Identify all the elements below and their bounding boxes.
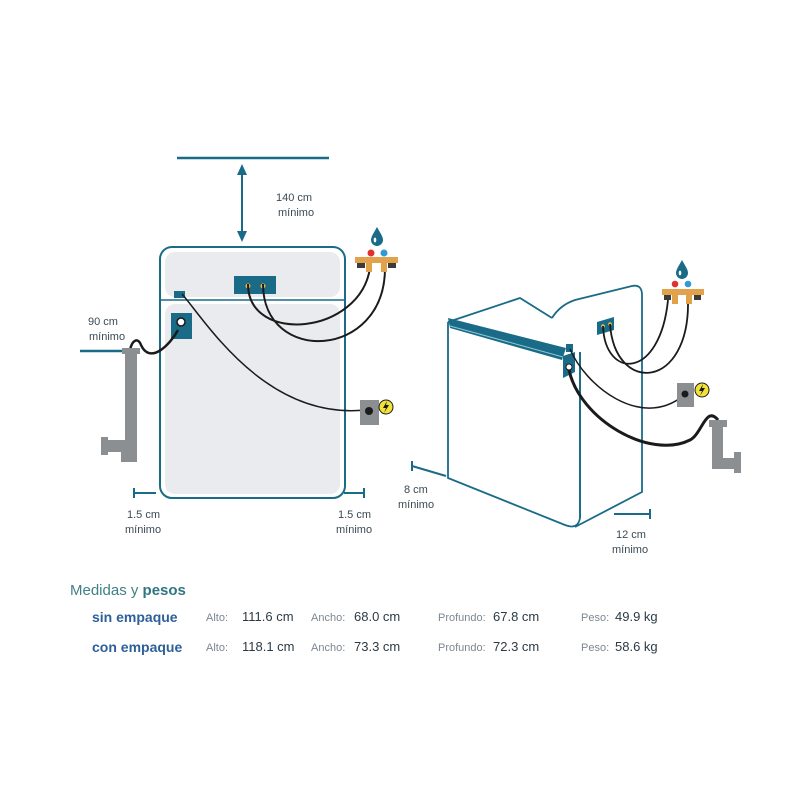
side-inlet-box [597, 317, 614, 335]
right-gap-value: 1.5 cm [338, 509, 371, 521]
alto-value: 111.6 cm [242, 609, 294, 624]
left-gap-marker [133, 488, 156, 498]
row-label: con empaque [92, 639, 183, 655]
front-view: 140 cm mínimo [80, 156, 398, 536]
drain-hose [128, 329, 180, 355]
peso-label: Peso: [581, 612, 610, 624]
top-clearance-value: 140 cm [276, 192, 312, 204]
front-gap-value: 8 cm [404, 484, 428, 496]
alto-label: Alto: [206, 612, 229, 624]
specs-title-part1: Medidas y [70, 582, 139, 599]
front-gap-note: mínimo [398, 499, 434, 511]
ancho-value: 68.0 cm [354, 609, 401, 624]
power-cord-port [174, 291, 185, 298]
side-drain-hose [567, 369, 720, 447]
peso-label: Peso: [581, 642, 610, 654]
side-valve-manifold [662, 289, 704, 304]
drain-pipe-icon [101, 348, 140, 462]
right-gap-note: mínimo [336, 524, 372, 536]
ancho-label: Ancho: [311, 642, 346, 654]
side-hot-valve-icon [671, 280, 679, 288]
front-gap-marker [411, 461, 447, 477]
specs-section: Medidas y pesos sin empaque Alto: 111.6 … [70, 582, 770, 669]
side-hot-hose [602, 299, 669, 365]
washer-top-panel [165, 252, 340, 297]
peso-value: 58.6 kg [615, 639, 658, 654]
ancho-label: Ancho: [311, 612, 346, 624]
hot-valve-icon [367, 249, 375, 257]
washer-front-panel [165, 304, 340, 494]
top-clearance-arrow [237, 164, 247, 242]
profundo-value: 67.8 cm [493, 609, 540, 624]
side-power-cord [569, 348, 684, 409]
back-gap-value: 12 cm [616, 529, 646, 541]
side-power-port [566, 344, 573, 352]
top-clearance-note: mínimo [278, 207, 314, 219]
left-gap-note: mínimo [125, 524, 161, 536]
side-drain-pipe-icon [709, 420, 741, 473]
specs-title-part2: pesos [142, 582, 186, 599]
specs-title: Medidas y pesos [70, 582, 770, 599]
hot-water-hose [247, 267, 371, 326]
washer-back-edge [551, 284, 643, 528]
installation-diagram: 140 cm mínimo [80, 156, 741, 556]
cold-valve-icon [380, 249, 388, 257]
profundo-value: 72.3 cm [493, 639, 540, 654]
water-drop-icon [371, 227, 383, 246]
side-view: 8 cm mínimo 12 cm mínimo [398, 260, 741, 556]
alto-label: Alto: [206, 642, 229, 654]
side-water-drop-icon [676, 260, 688, 279]
alto-value: 118.1 cm [242, 639, 295, 654]
back-gap-marker [614, 509, 651, 519]
profundo-label: Profundo: [438, 612, 486, 624]
side-cold-valve-icon [684, 280, 692, 288]
specs-row-sin-empaque: sin empaque Alto: 111.6 cm Ancho: 68.0 c… [70, 609, 770, 639]
peso-value: 49.9 kg [615, 609, 658, 624]
washer-top-stripe [448, 318, 566, 360]
left-gap-value: 1.5 cm [127, 509, 160, 521]
back-gap-note: mínimo [612, 544, 648, 556]
side-lightning-icon [694, 382, 710, 398]
cold-water-hose [262, 267, 386, 342]
front-valve-manifold [355, 257, 398, 272]
ancho-value: 73.3 cm [354, 639, 401, 654]
row-label: sin empaque [92, 609, 178, 625]
specs-row-con-empaque: con empaque Alto: 118.1 cm Ancho: 73.3 c… [70, 639, 770, 669]
lightning-icon [378, 399, 394, 415]
profundo-label: Profundo: [438, 642, 486, 654]
power-cord [181, 293, 366, 412]
washer-side-body [447, 322, 581, 528]
side-clearance-note: mínimo [89, 331, 125, 343]
right-gap-marker [344, 488, 365, 498]
side-clearance-value: 90 cm [88, 316, 118, 328]
water-inlet-box [234, 276, 276, 294]
side-cold-hose [609, 299, 689, 374]
